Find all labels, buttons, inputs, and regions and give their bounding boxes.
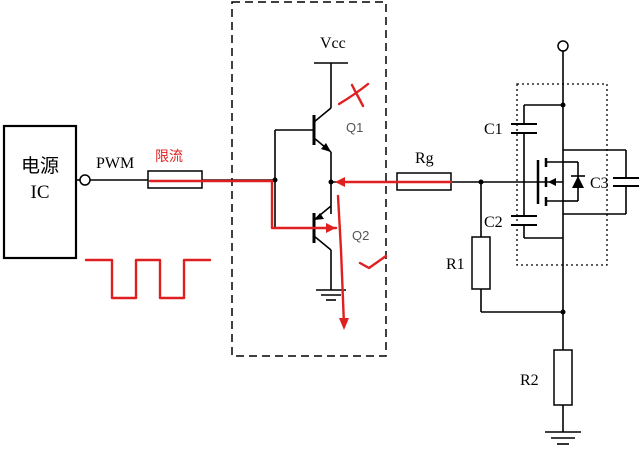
power-ic-label-line2: IC [31, 182, 50, 203]
driver-ground-symbol [316, 289, 346, 301]
pwm-pin-terminal [79, 174, 91, 186]
n-channel-mosfet [536, 158, 585, 206]
source-junction-dot [560, 309, 566, 315]
c2-label: C2 [484, 214, 503, 231]
rg-label: Rg [415, 150, 434, 167]
drive-arrow-head [326, 223, 336, 233]
c3-label: C3 [590, 175, 609, 192]
q2-discharge-path-red [336, 194, 346, 327]
r1-label: R1 [446, 256, 465, 273]
pwm-waveform-annotation [84, 258, 212, 300]
sense-ground-symbol [545, 431, 581, 445]
pwm-label: PWM [96, 155, 134, 172]
drive-current-path-red [148, 179, 338, 230]
c1-label: C1 [484, 121, 503, 138]
q1-npn-transistor [275, 107, 332, 153]
q2-check-mark [358, 254, 388, 270]
vcc-label: Vcc [320, 35, 346, 52]
r1-resistor [471, 236, 491, 290]
q1-cross-stroke-1 [337, 82, 370, 106]
drain-terminal [557, 40, 569, 52]
base-junction-dot [272, 177, 278, 183]
current-limit-resistor [147, 170, 203, 189]
r2-label: R2 [520, 372, 539, 389]
totem-pole-driver-box [231, 1, 387, 357]
q2-label: Q2 [352, 228, 369, 243]
r2-resistor [553, 349, 573, 406]
mosfet-parasitic-box [516, 83, 608, 266]
q1-label: Q1 [346, 120, 363, 135]
q1-cross-stroke-2 [350, 83, 365, 108]
current-limit-label: 限流 [155, 148, 183, 164]
discharge-arrow-head [335, 177, 345, 187]
power-ic-block [2, 124, 78, 260]
power-ic-label-line1: 电源 [21, 155, 59, 177]
q2-discharge-arrow-head [339, 318, 349, 330]
